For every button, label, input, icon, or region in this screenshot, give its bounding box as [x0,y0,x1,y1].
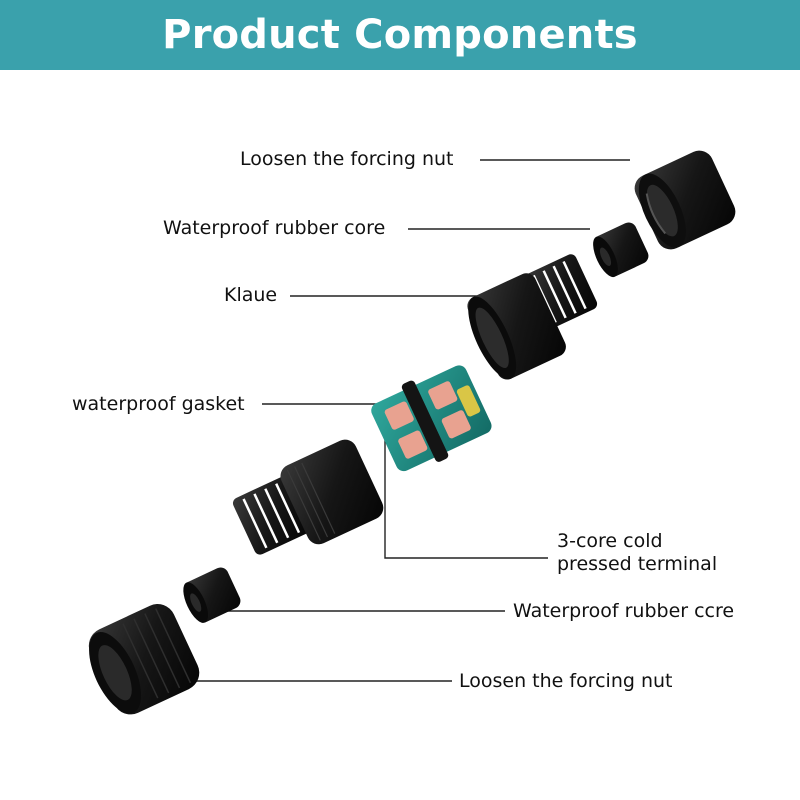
bottom-forcing-nut [88,604,200,715]
top-rubber-core [593,222,649,278]
label-top-forcing-nut: Loosen the forcing nut [240,148,454,170]
cold-pressed-terminal [371,365,492,472]
header-banner: Product Components [0,0,800,70]
label-cold-pressed-terminal: 3-core cold pressed terminal [557,530,718,575]
bottom-claw-body [232,439,384,555]
label-waterproof-gasket: waterproof gasket [72,393,245,415]
leader-terminal [384,430,548,559]
leader-lines [175,159,630,682]
page-title: Product Components [162,12,638,58]
bottom-rubber-core [183,567,241,623]
label-top-rubber-core: Waterproof rubber core [163,217,386,239]
label-bottom-forcing-nut: Loosen the forcing nut [459,670,673,692]
label-bottom-rubber-core: Waterproof rubber ccre [513,600,735,622]
top-claw-body [467,254,598,380]
label-claw: Klaue [224,284,278,306]
top-forcing-nut [634,150,736,250]
